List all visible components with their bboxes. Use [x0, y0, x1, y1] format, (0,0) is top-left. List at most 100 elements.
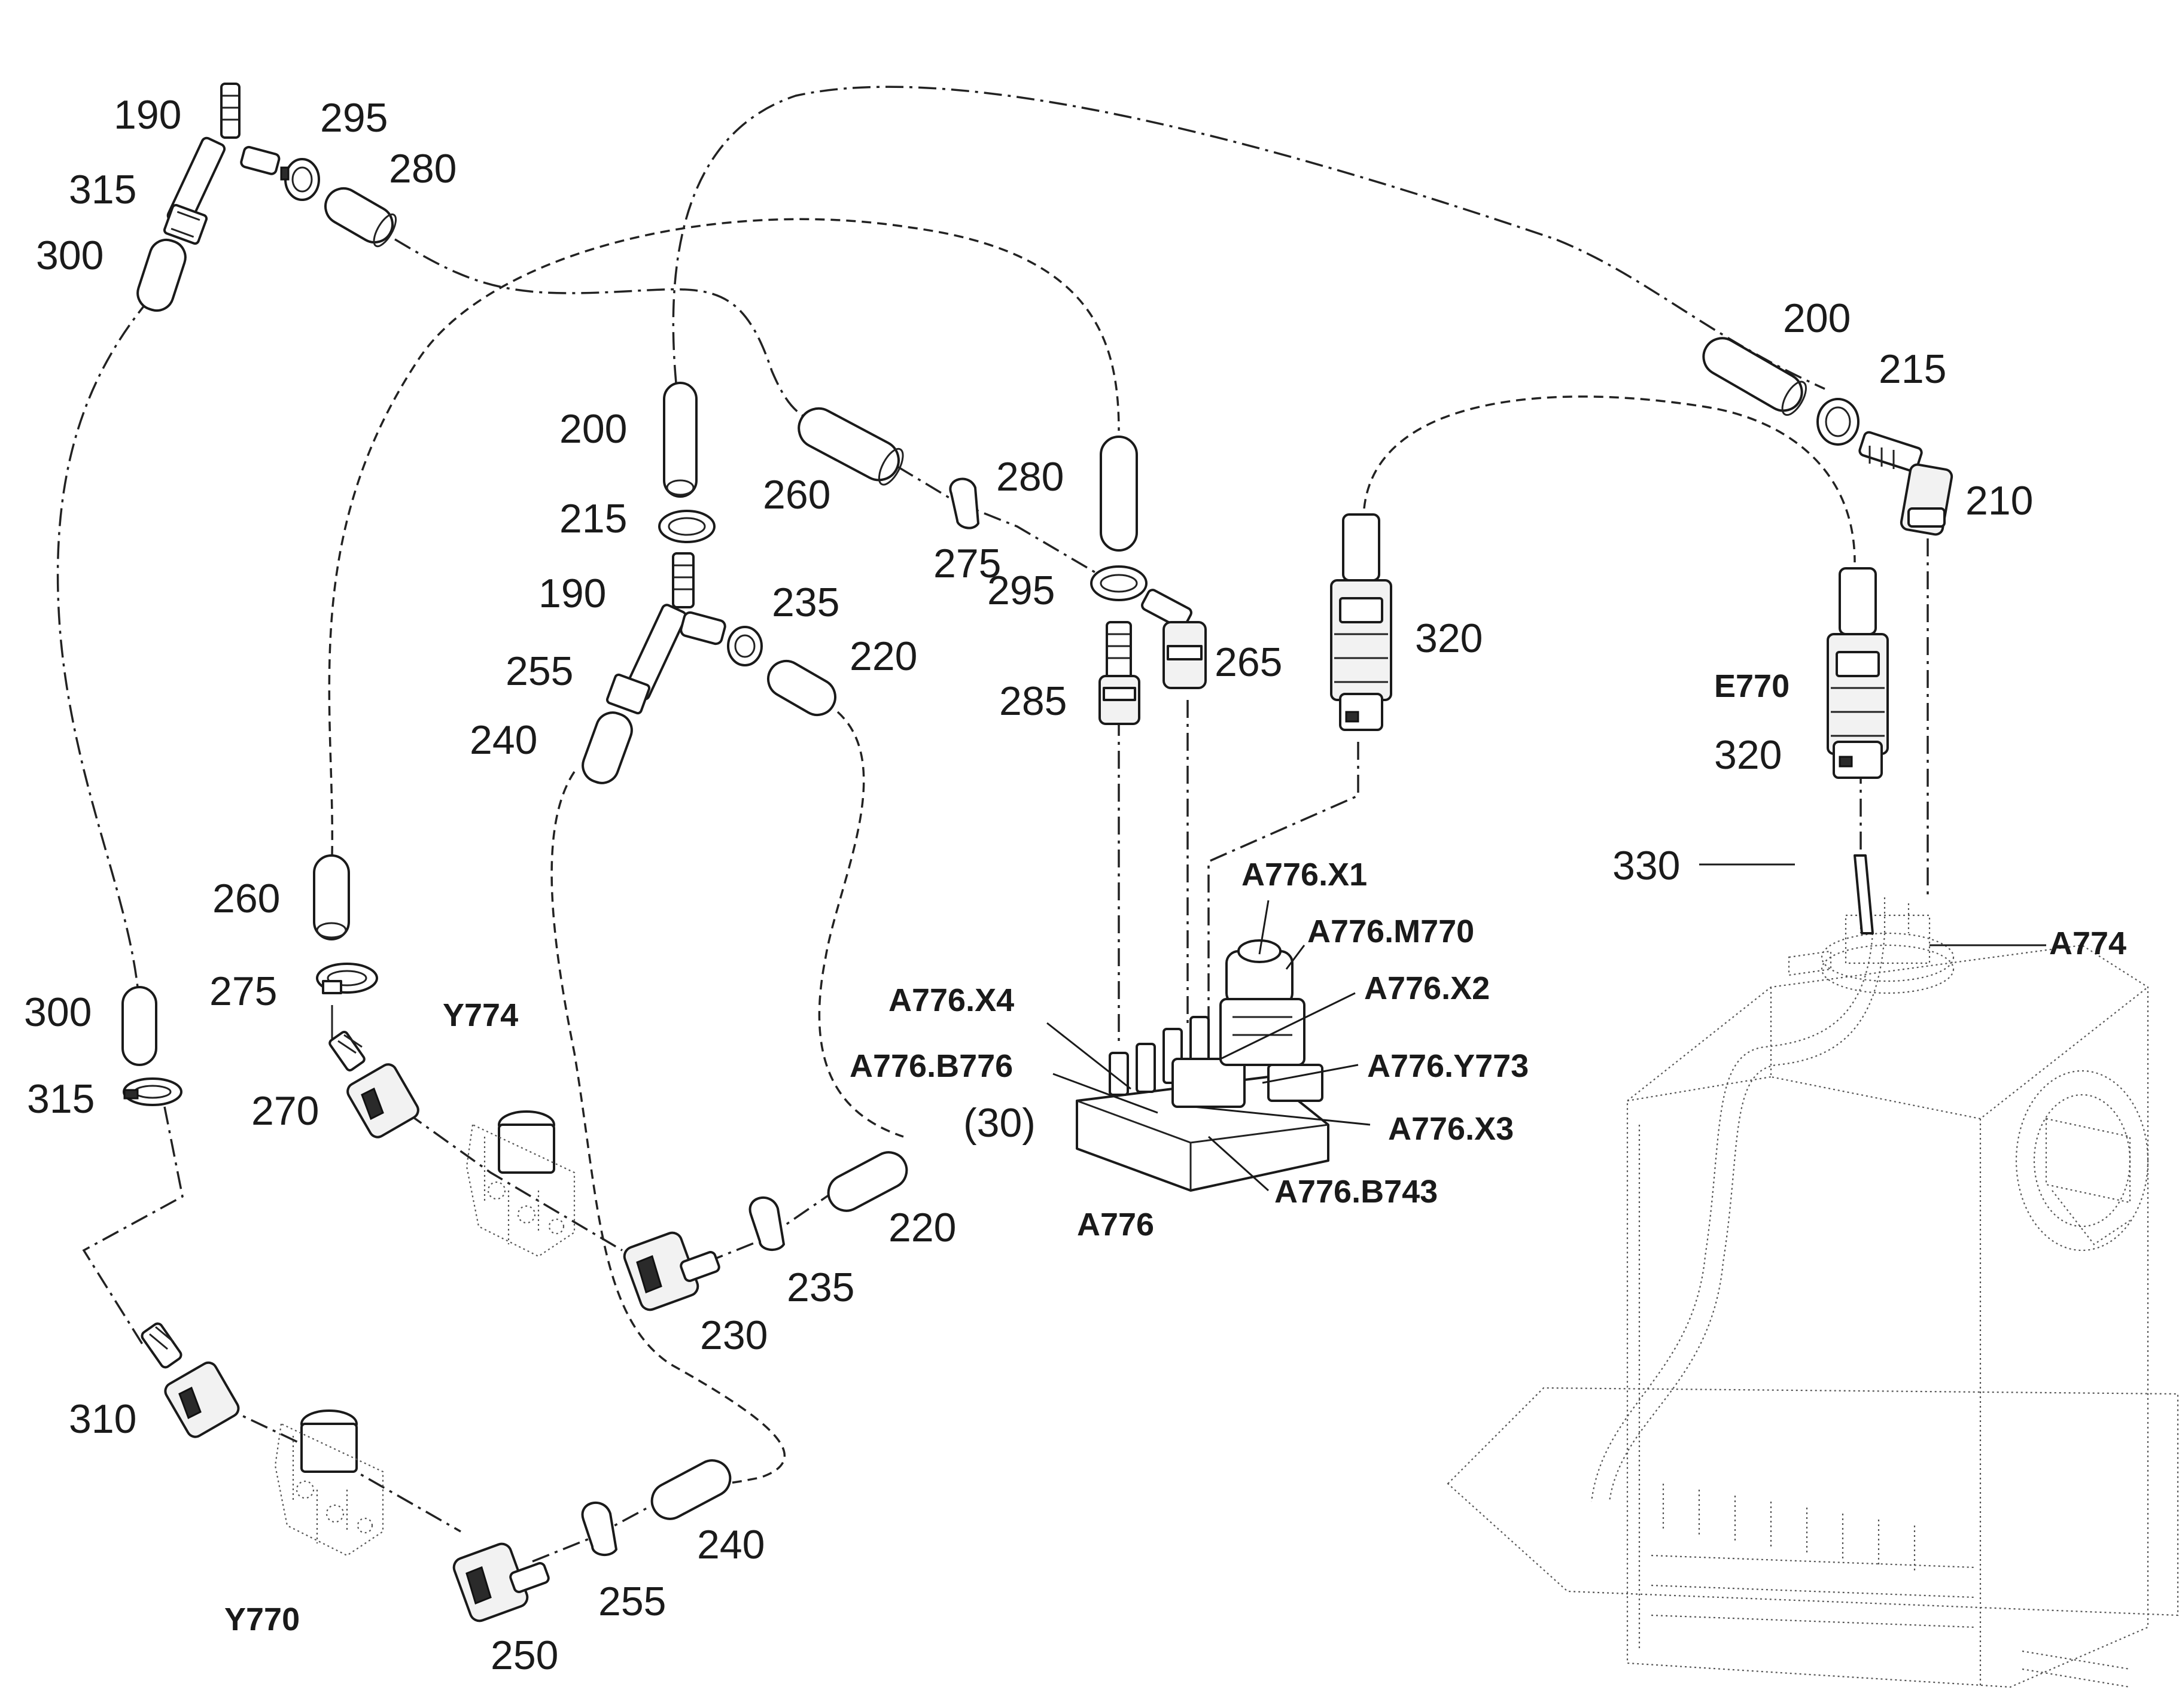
- y-connector-190: [166, 83, 281, 228]
- route-y774-230: [406, 1112, 623, 1252]
- connector-310: [141, 1322, 240, 1438]
- center-top-assembly: [582, 382, 836, 784]
- label-a776-b743: A776.B743: [1274, 1174, 1438, 1210]
- clamp-235-center: [727, 626, 763, 666]
- label-190-top: 190: [114, 92, 181, 138]
- label-y774: Y774: [443, 997, 518, 1033]
- label-280-top: 280: [389, 146, 457, 191]
- y-connector-190-center: [624, 552, 726, 701]
- route-315-310: [82, 1106, 184, 1347]
- hose-260-left: [313, 854, 350, 940]
- label-255-lower: 255: [598, 1579, 666, 1624]
- block-ports: [1109, 1016, 1246, 1108]
- label-a776-x1: A776.X1: [1241, 857, 1367, 893]
- label-295-top: 295: [320, 95, 388, 141]
- label-a776-y773: A776.Y773: [1367, 1048, 1529, 1084]
- label-210: 210: [1965, 478, 2033, 523]
- connector-250: [452, 1542, 550, 1622]
- label-a776: A776: [1077, 1207, 1154, 1243]
- label-280-center: 280: [996, 454, 1064, 500]
- label-240-lower: 240: [697, 1522, 765, 1567]
- label-285: 285: [999, 678, 1067, 724]
- clip-275-center: [949, 477, 979, 529]
- label-275-left: 275: [209, 969, 277, 1014]
- label-230: 230: [700, 1313, 768, 1358]
- label-255-center: 255: [506, 649, 573, 694]
- hose-300-left: [121, 986, 157, 1066]
- hose-routing-lines: [56, 86, 1929, 1563]
- hose-220-center: [767, 660, 836, 716]
- route-260-275: [897, 465, 1119, 587]
- label-215-center: 215: [559, 496, 627, 541]
- route-y770-250: [221, 1405, 461, 1533]
- mid-assembly: [798, 407, 1207, 725]
- label-315-left: 315: [27, 1076, 95, 1122]
- hose-240-center: [582, 711, 633, 784]
- connector-230: [623, 1231, 720, 1311]
- right-top-assembly: [1702, 337, 1953, 536]
- hose-260-center: [798, 407, 904, 486]
- bottom-left-assembly: [141, 1322, 732, 1622]
- label-235-lower: 235: [787, 1265, 854, 1310]
- label-30: (30): [963, 1100, 1036, 1146]
- connector-285: [1098, 621, 1140, 725]
- route-320-x1: [1207, 742, 1359, 1029]
- route-top-arc: [672, 86, 1825, 390]
- label-330: 330: [1612, 843, 1680, 888]
- clip-235-lower: [748, 1196, 785, 1251]
- connector-320-e770: [1827, 567, 1889, 779]
- hose-300-top: [136, 238, 187, 312]
- label-190-center: 190: [538, 571, 606, 616]
- hose-200-right-mid: [1100, 436, 1138, 552]
- label-y770: Y770: [224, 1602, 300, 1637]
- label-300-top: 300: [36, 233, 104, 278]
- hose-200-center: [663, 382, 698, 498]
- hose-200-right: [1702, 337, 1807, 416]
- tank-a774: [1447, 854, 2179, 1688]
- clamp-295: [280, 158, 320, 201]
- label-310: 310: [69, 1396, 136, 1442]
- clamp-315-left: [123, 1077, 182, 1106]
- label-260-center: 260: [763, 472, 830, 517]
- label-320-right: 320: [1714, 732, 1782, 778]
- block-a776: [1076, 939, 1329, 1192]
- leader-lines: [1046, 863, 2046, 1192]
- route-260-loop: [328, 218, 1120, 856]
- label-200-center: 200: [559, 406, 627, 452]
- label-a776-x4: A776.X4: [888, 982, 1014, 1018]
- label-a776-m770: A776.M770: [1307, 914, 1474, 949]
- route-300-left: [56, 298, 151, 988]
- label-215-right: 215: [1879, 346, 1946, 392]
- clip-255-lower: [581, 1502, 617, 1556]
- label-a776-x2: A776.X2: [1364, 970, 1490, 1006]
- label-a776-x3: A776.X3: [1388, 1111, 1514, 1147]
- route-240-down: [550, 771, 786, 1485]
- clamp-215-right: [1816, 398, 1860, 446]
- valve-y774: [465, 1110, 576, 1258]
- route-220-down: [818, 711, 904, 1138]
- part-labels: 190 295 280 315 300 200 215 190 255 240 …: [24, 92, 2126, 1678]
- label-200-right: 200: [1783, 296, 1851, 341]
- clip-315-top: [163, 203, 208, 245]
- route-250-240: [532, 1494, 671, 1563]
- clip-275-left: [316, 963, 378, 994]
- left-lower-assembly: [121, 986, 182, 1106]
- connector-320-center: [1330, 513, 1392, 731]
- clip-255-center: [605, 673, 651, 715]
- connector-270: [328, 1005, 419, 1138]
- label-295-center: 295: [987, 568, 1055, 613]
- label-260-left: 260: [212, 876, 280, 921]
- clamp-215-center: [658, 510, 716, 543]
- lower-center-assembly: [623, 1151, 908, 1311]
- label-220-lower: 220: [888, 1205, 956, 1250]
- valve-y770: [274, 1409, 384, 1557]
- clamp-295-center: [1090, 565, 1148, 601]
- label-300-left: 300: [24, 990, 92, 1035]
- label-315-top: 315: [69, 167, 136, 212]
- route-280-260: [394, 238, 838, 432]
- left-mid-assembly: [313, 854, 419, 1138]
- label-235-center: 235: [772, 580, 839, 625]
- label-270: 270: [251, 1088, 319, 1134]
- hose-280-top: [324, 187, 397, 248]
